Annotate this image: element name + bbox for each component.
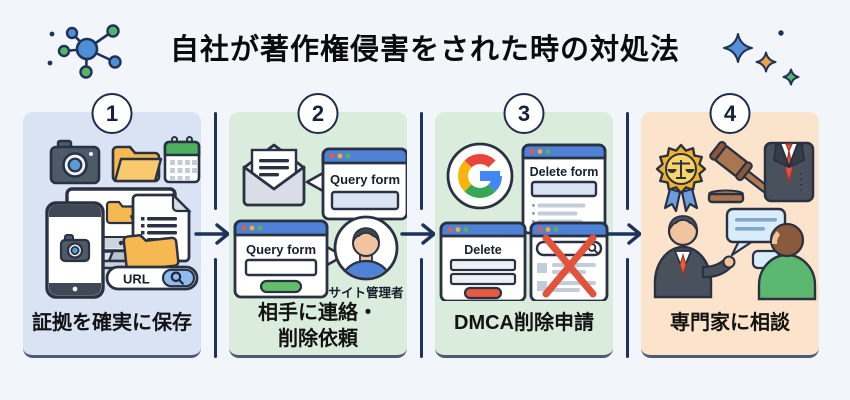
smartphone-camera-icon — [45, 201, 105, 299]
delete-form-label: Delete form — [530, 165, 599, 179]
network-icon — [47, 24, 122, 79]
magnifier-icon — [170, 271, 184, 285]
url-search-bar: URL — [105, 265, 199, 291]
divider-line — [213, 258, 217, 358]
step-1-number-badge: 1 — [91, 93, 133, 134]
divider-line — [625, 112, 629, 210]
step-1-caption: 証拠を確実に保存 — [32, 312, 192, 335]
delete-button-shape — [463, 286, 503, 300]
red-x-mark — [542, 234, 597, 298]
speech-bubbles-icon — [725, 207, 787, 270]
divider-line — [419, 112, 423, 210]
divider-line — [419, 258, 423, 358]
delete-label: Delete — [464, 243, 502, 257]
dmca-illustration: Delete form Delete — [439, 142, 609, 301]
step-separator — [194, 112, 230, 358]
legal-medal-icon — [655, 143, 707, 213]
calendar-icon — [163, 136, 201, 184]
folder-icon — [111, 145, 163, 183]
step-3-caption: DMCA削除申請 — [454, 312, 594, 335]
blocked-search-window — [529, 221, 609, 301]
camera-icon — [49, 139, 101, 185]
url-label: URL — [123, 272, 150, 287]
step-2-caption: 相手に連絡・ 削除依頼 — [258, 302, 378, 350]
step-panel-2: 2 — [229, 93, 407, 358]
query-form-label: Query form — [330, 172, 400, 187]
steps-row: 1 — [0, 93, 850, 358]
query-form-window-2: Query form — [233, 219, 345, 299]
delete-form-window: Delete form — [521, 143, 607, 235]
sparkles-icon — [723, 30, 800, 86]
flow-arrow-icon — [400, 223, 436, 245]
flow-arrow-icon — [194, 223, 230, 245]
expert-illustration — [653, 140, 817, 301]
submit-button-shape — [259, 279, 303, 294]
step-panel-1: 1 — [23, 93, 201, 358]
step-separator — [606, 112, 642, 358]
step-4-number-badge: 4 — [709, 93, 751, 134]
step-4-caption: 専門家に相談 — [670, 312, 790, 335]
site-admin-label: サイト管理者 — [328, 285, 404, 300]
divider-line — [625, 258, 629, 358]
consultant-person — [653, 215, 736, 299]
gavel-icon — [707, 140, 770, 204]
step-panel-4: 4 — [641, 93, 819, 358]
step-panel-3: 3 Delete — [435, 93, 613, 358]
step-separator — [400, 112, 436, 358]
site-admin-avatar — [333, 215, 399, 281]
evidence-illustration: URL — [45, 136, 201, 299]
open-envelope-icon — [242, 143, 306, 207]
contact-illustration: Query form Query form — [233, 143, 407, 300]
delete-window: Delete — [439, 221, 527, 301]
google-logo — [446, 142, 514, 210]
page-title: 自社が著作権侵害をされた時の対処法 — [169, 34, 680, 66]
client-person — [757, 222, 817, 301]
flow-arrow-icon — [606, 223, 642, 245]
query-form-window-1: Query form — [305, 147, 407, 221]
query-form-label: Query form — [246, 242, 316, 257]
step-3-number-badge: 3 — [503, 93, 545, 134]
scales-icon — [672, 160, 690, 179]
suit-icon — [763, 141, 815, 203]
divider-line — [213, 112, 217, 210]
step-2-number-badge: 2 — [297, 93, 339, 134]
